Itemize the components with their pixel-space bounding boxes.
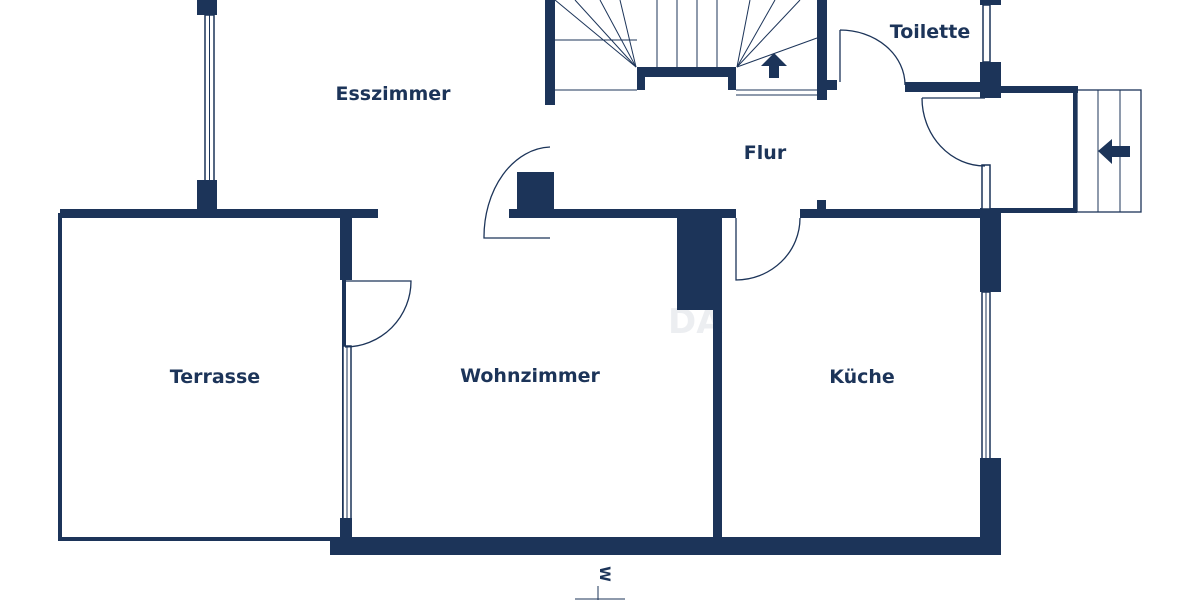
room-label-flur: Flur bbox=[744, 142, 787, 164]
room-label-kueche: Küche bbox=[829, 366, 895, 388]
compass-west-label: W bbox=[596, 566, 612, 581]
room-label-esszimmer: Esszimmer bbox=[335, 83, 451, 105]
compass: W bbox=[575, 566, 625, 600]
room-label-wohnzimmer: Wohnzimmer bbox=[460, 365, 600, 387]
staircase bbox=[554, 0, 818, 96]
entrance-arrow-icon bbox=[1098, 139, 1130, 164]
doors bbox=[344, 29, 986, 348]
room-label-terrasse: Terrasse bbox=[170, 366, 260, 388]
walls bbox=[58, 0, 1078, 555]
room-label-toilette: Toilette bbox=[890, 21, 970, 43]
entrance-steps bbox=[1076, 89, 1142, 213]
stairs-up-arrow-icon bbox=[761, 53, 787, 78]
room-labels: Esszimmer Flur Toilette Terrasse Wohnzim… bbox=[170, 21, 970, 388]
